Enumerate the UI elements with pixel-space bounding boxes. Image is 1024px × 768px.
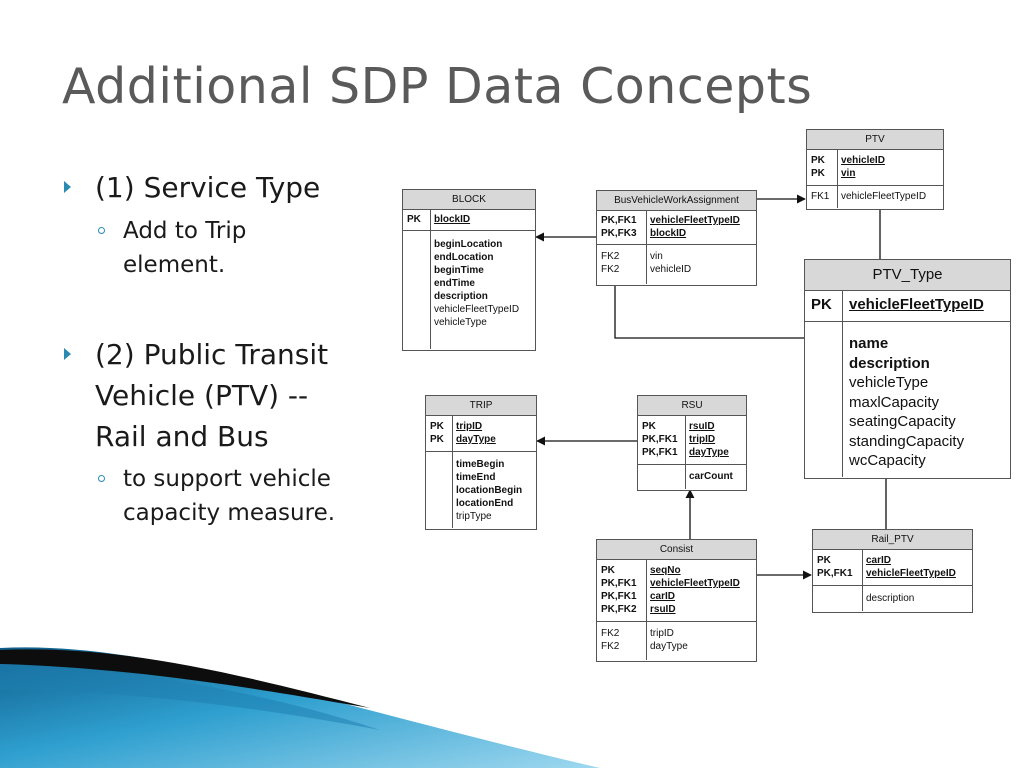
- sub-bullet-line: to support vehicle: [123, 466, 331, 492]
- entity-title: BLOCK: [403, 190, 535, 210]
- bullet-line: Vehicle (PTV) --: [95, 379, 309, 412]
- sub-bullet-ring-icon: [98, 475, 105, 482]
- bullet-public-transit-vehicle: (2) Public Transit Vehicle (PTV) -- Rail…: [64, 334, 329, 457]
- rel-bvwa-ptvtype: [614, 285, 804, 339]
- sub-bullet-vehicle-capacity: to support vehicle capacity measure.: [98, 462, 335, 530]
- entity-title: PTV: [807, 130, 943, 150]
- bullet-line: Rail and Bus: [95, 420, 269, 453]
- sub-bullet-ring-icon: [98, 227, 105, 234]
- bullet-arrow-icon: [64, 348, 71, 360]
- entity-title: Consist: [597, 540, 756, 560]
- sub-bullet-line: element.: [123, 252, 226, 278]
- bullet-arrow-icon: [64, 181, 71, 193]
- entity-title: RSU: [638, 396, 746, 416]
- entity-title: PTV_Type: [805, 260, 1010, 291]
- entity-title: Rail_PTV: [813, 530, 972, 550]
- entity-title: TRIP: [426, 396, 536, 416]
- bullet-line: (2) Public Transit: [95, 338, 329, 371]
- bullet-line: (1) Service Type: [95, 171, 321, 204]
- sub-bullet-line: Add to Trip: [123, 218, 247, 244]
- page-title: Additional SDP Data Concepts: [62, 58, 813, 115]
- bullet-service-type: (1) Service Type: [64, 167, 321, 208]
- sub-bullet-add-to-trip: Add to Trip element.: [98, 214, 246, 282]
- entity-title: BusVehicleWorkAssignment: [597, 191, 756, 211]
- sub-bullet-line: capacity measure.: [123, 500, 336, 526]
